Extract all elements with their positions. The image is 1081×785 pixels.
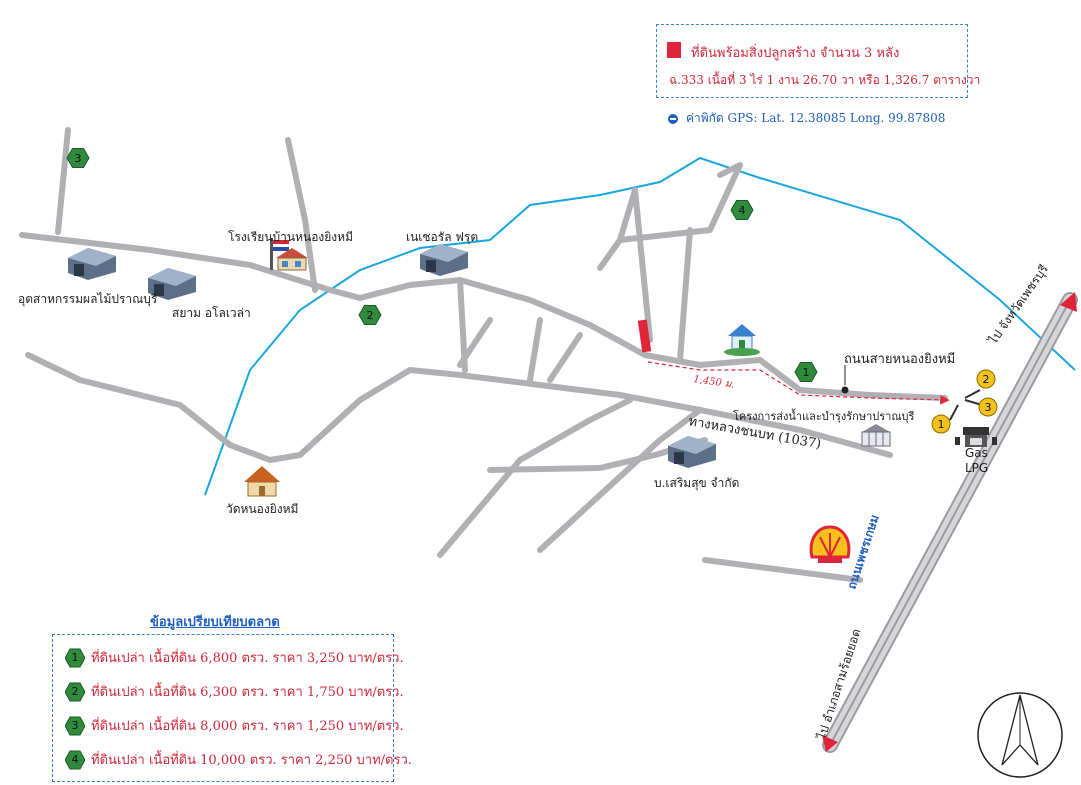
comparable-marker-label: 2 <box>367 309 374 322</box>
label-gas: Gas <box>965 446 988 460</box>
comparable-marker-2: 2 <box>358 305 382 325</box>
label-nature-fruit: เนเชอรัล ฟรุต <box>406 230 479 244</box>
roads <box>19 127 948 583</box>
direction-arrows <box>949 389 983 421</box>
market-row-4: 4 ที่ดินเปล่า เนื้อที่ดิน 10,000 ตรว. รา… <box>65 749 412 770</box>
market-row-1: 1 ที่ดินเปล่า เนื้อที่ดิน 6,800 ตรว. ราค… <box>65 647 404 668</box>
label-temple: วัดหนองยิงหมี <box>226 502 299 516</box>
canal-upper <box>204 156 1076 496</box>
warehouse-icon <box>68 248 116 280</box>
label-siam-aloevera: สยาม อโลเวล่า <box>172 306 251 320</box>
market-title: ข้อมูลเปรียบเทียบตลาด <box>150 615 280 630</box>
yellow-marker-2: 2 <box>976 369 996 389</box>
road-s4 <box>702 557 863 583</box>
house-icon <box>724 324 760 356</box>
compass-north-icon <box>977 692 1063 778</box>
subject-land-parcel <box>637 319 652 353</box>
label-company: บ.เสริมสุข จำกัด <box>654 476 740 490</box>
hex-marker-icon: 4 <box>65 750 85 770</box>
svg-text:2: 2 <box>983 373 990 386</box>
hex-marker-icon: 2 <box>65 682 85 702</box>
temple-icon <box>244 466 280 497</box>
road-s1 <box>437 397 633 558</box>
comparable-marker-label: 3 <box>75 152 82 165</box>
road-n8 <box>547 332 583 383</box>
main-road-phetkasem <box>822 292 1078 753</box>
market-row-2: 2 ที่ดินเปล่า เนื้อที่ดิน 6,300 ตรว. ราค… <box>65 681 404 702</box>
road-n7 <box>677 227 693 363</box>
yellow-marker-1: 1 <box>931 414 951 434</box>
hex-marker-icon: 3 <box>65 716 85 736</box>
market-row-text: ที่ดินเปล่า เนื้อที่ดิน 6,300 ตรว. ราคา … <box>91 685 404 700</box>
market-row-text: ที่ดินเปล่า เนื้อที่ดิน 6,800 ตรว. ราคา … <box>91 651 404 666</box>
comparable-marker-label: 1 <box>803 366 810 379</box>
market-row-text: ที่ดินเปล่า เนื้อที่ดิน 8,000 ตรว. ราคา … <box>91 719 404 734</box>
road-top-left <box>19 232 948 401</box>
route-dashed <box>647 361 950 405</box>
market-comparison-box: 1 ที่ดินเปล่า เนื้อที่ดิน 6,800 ตรว. ราค… <box>52 634 412 782</box>
road-n1 <box>55 127 71 235</box>
label-irrigation: โครงการส่งน้ำและบำรุงรักษาปราณบุรี <box>733 410 915 423</box>
comparable-marker-1: 1 <box>794 362 818 382</box>
school-icon <box>270 238 308 271</box>
road-highway-1037 <box>25 352 893 463</box>
road-n5 <box>597 187 653 343</box>
road-n9 <box>457 317 493 368</box>
junction-dot <box>841 386 849 394</box>
label-fruit-industry: อุตสาหกรรมผลไม้ปราณบุรี <box>18 292 158 306</box>
road-n4 <box>527 317 543 383</box>
property-detail: ฉ.333 เนื้อที่ 3 ไร่ 1 งาน 26.70 วา หรือ… <box>669 73 981 87</box>
property-title: ที่ดินพร้อมสิ่งปลูกสร้าง จำนวน 3 หลัง <box>691 46 900 61</box>
market-row-text: ที่ดินเปล่า เนื้อที่ดิน 10,000 ตรว. ราคา… <box>91 753 412 768</box>
label-road-nongyingmee: ถนนสายหนองยิงหมี <box>844 352 956 367</box>
distance-label: 1,450 ม. <box>693 374 736 391</box>
road-n2 <box>285 137 318 293</box>
comparable-marker-4: 4 <box>730 200 754 220</box>
label-school: โรงเรียนบ้านหนองยิงหมี <box>228 230 353 244</box>
yellow-marker-3: 3 <box>978 397 998 417</box>
gps-text: ค่าพิกัด GPS: Lat. 12.38085 Long. 99.878… <box>686 111 946 125</box>
comparable-marker-3: 3 <box>66 148 90 168</box>
property-info-box: ที่ดินพร้อมสิ่งปลูกสร้าง จำนวน 3 หลัง ฉ.… <box>656 24 980 98</box>
hex-marker-icon: 1 <box>65 648 85 668</box>
gps-coordinates: ค่าพิกัด GPS: Lat. 12.38085 Long. 99.878… <box>668 109 945 128</box>
comparable-marker-label: 4 <box>739 204 746 217</box>
warehouse-icon <box>148 268 196 300</box>
government-building-icon <box>861 424 891 447</box>
svg-text:1: 1 <box>938 418 945 431</box>
road-n6 <box>617 162 743 243</box>
gps-icon <box>668 113 678 124</box>
warehouse-icon <box>420 244 468 276</box>
canals <box>204 156 1076 496</box>
label-lpg: LPG <box>965 461 989 475</box>
gas-station-icon <box>955 427 997 447</box>
shell-logo-icon <box>809 525 851 563</box>
warehouse-icon <box>668 436 716 468</box>
market-row-3: 3 ที่ดินเปล่า เนื้อที่ดิน 8,000 ตรว. ราค… <box>65 715 404 736</box>
land-red-swatch <box>667 42 681 58</box>
road-s2 <box>537 407 703 553</box>
svg-text:3: 3 <box>985 401 992 414</box>
